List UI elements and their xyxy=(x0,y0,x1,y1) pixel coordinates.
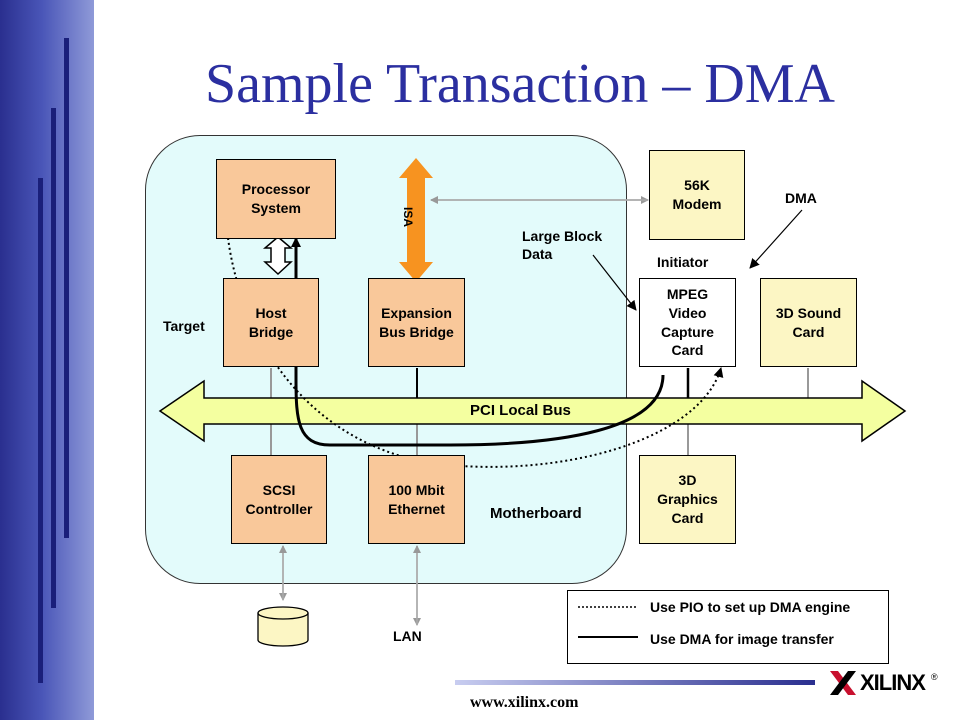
host-bridge-box: Host Bridge xyxy=(223,278,319,367)
isa-label: ISA xyxy=(401,206,416,228)
sidebar-gradient xyxy=(0,0,94,720)
footer-url: www.xilinx.com xyxy=(470,694,579,711)
large-block-arrow xyxy=(592,254,637,311)
initiator-label: Initiator xyxy=(657,254,709,270)
pio-path xyxy=(227,237,724,468)
dma-label: DMA xyxy=(785,190,817,206)
legend-pio-text: Use PIO to set up DMA engine xyxy=(650,599,851,615)
sound-card-box: 3D Sound Card xyxy=(760,278,857,367)
pci-bus-arrow xyxy=(158,379,907,443)
host-bridge-arrow xyxy=(262,236,294,276)
page-title: Sample Transaction – DMA xyxy=(205,53,835,115)
isa-arrow xyxy=(399,158,433,282)
registered-mark: ® xyxy=(931,672,938,682)
sidebar-line xyxy=(64,38,69,538)
disk-icon xyxy=(257,606,309,647)
footer-divider xyxy=(455,680,815,685)
xilinx-logo-icon xyxy=(830,671,856,695)
sidebar-line xyxy=(51,108,56,608)
processor-system-box: Processor System xyxy=(216,159,336,239)
xilinx-logo-text: XILINX xyxy=(860,670,926,695)
legend-swatches xyxy=(578,606,638,638)
dma-path xyxy=(291,237,665,447)
mpeg-capture-box: MPEG Video Capture Card xyxy=(639,278,736,367)
target-label: Target xyxy=(163,318,205,334)
large-block-label-line2: Data xyxy=(522,246,553,262)
lan-label: LAN xyxy=(393,628,422,644)
sidebar-line xyxy=(38,178,43,683)
pci-bus-label: PCI Local Bus xyxy=(470,402,571,419)
modem-box: 56K Modem xyxy=(649,150,745,240)
dma-label-arrow xyxy=(749,209,803,269)
legend-dma-text: Use DMA for image transfer xyxy=(650,631,834,647)
motherboard-label: Motherboard xyxy=(490,505,582,522)
expansion-bus-bridge-box: Expansion Bus Bridge xyxy=(368,278,465,367)
graphics-card-box: 3D Graphics Card xyxy=(639,455,736,544)
xilinx-logo: XILINX xyxy=(830,670,926,696)
large-block-label: Large Block xyxy=(522,228,603,244)
scsi-controller-box: SCSI Controller xyxy=(231,455,327,544)
ethernet-box: 100 Mbit Ethernet xyxy=(368,455,465,544)
legend: Use PIO to set up DMA engine Use DMA for… xyxy=(567,590,889,664)
